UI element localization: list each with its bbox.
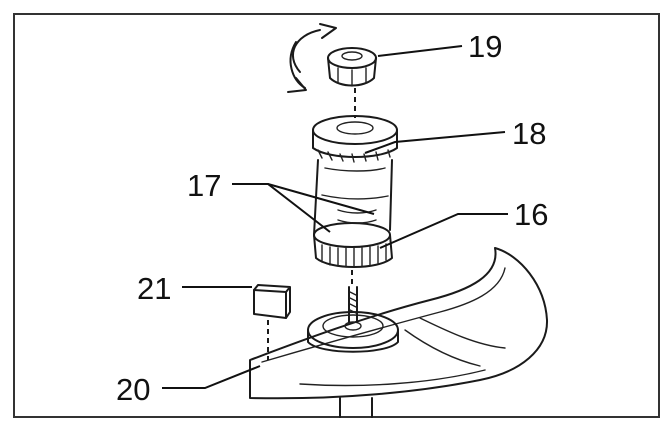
frame-border [13,13,660,418]
leader-20 [162,365,261,389]
leader-17-b [267,183,375,215]
spool-assembly [312,115,398,268]
spindle-base [307,311,399,353]
part-label-16: 16 [514,197,548,232]
part-label-17: 17 [187,168,221,203]
part-label-20: 20 [116,372,150,407]
leader-16 [379,213,508,249]
leader-19 [377,45,463,57]
part-label-21: 21 [137,271,171,306]
part-label-18: 18 [512,116,546,151]
rotation-arrow-icon [287,23,337,93]
leader-18 [364,131,506,154]
locking-nut [327,47,377,87]
spacer-plate [253,284,291,360]
trimmer-guard [249,247,549,418]
spindle-bolt [348,286,358,323]
part-label-19: 19 [468,29,502,64]
